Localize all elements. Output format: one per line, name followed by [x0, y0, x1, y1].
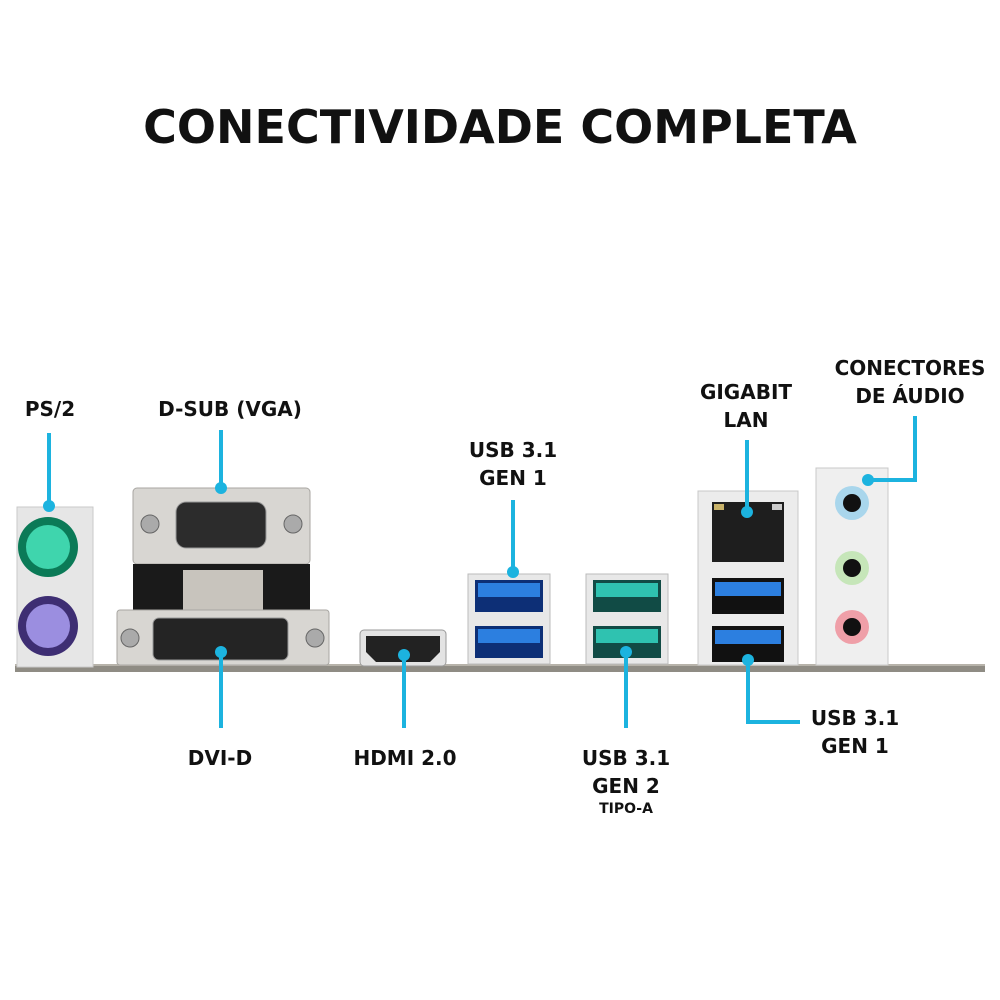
label-line: GEN 1	[479, 466, 547, 490]
label-hdmi: HDMI 2.0	[353, 746, 457, 770]
label-line: DE ÁUDIO	[855, 384, 965, 408]
label-line: GEN 1	[821, 734, 889, 758]
label-gigabit-lan: GIGABIT LAN	[690, 378, 802, 434]
dvi-port	[116, 609, 330, 666]
callout-usb-gen1-right	[746, 660, 800, 724]
label-line: GIGABIT	[699, 380, 793, 404]
hdmi-port	[359, 629, 447, 667]
label-line: LAN	[723, 408, 769, 432]
label-usb-gen2: USB 3.1 GEN 2 TIPO-A	[573, 744, 679, 818]
lan-usb-block	[697, 490, 799, 666]
audio-jacks	[815, 467, 889, 666]
usb-3.1-gen2-stack	[585, 573, 669, 665]
label-dvi-d: DVI-D	[187, 746, 253, 770]
vga-port	[132, 487, 311, 614]
callout-audio	[868, 416, 917, 482]
label-ps2: PS/2	[24, 397, 76, 421]
label-usb-gen1-top: USB 3.1 GEN 1	[460, 436, 566, 492]
page-title: CONECTIVIDADE COMPLETA	[143, 100, 857, 154]
label-line: CONECTORES	[834, 356, 986, 380]
label-audio: CONECTORES DE ÁUDIO	[830, 354, 990, 410]
ps2-port-block	[16, 506, 94, 668]
label-line: TIPO-A	[599, 801, 653, 817]
label-line: USB 3.1	[810, 706, 900, 730]
usb-3.1-gen1-stack	[467, 573, 551, 665]
label-line: USB 3.1	[468, 438, 558, 462]
label-dsub-vga: D-SUB (VGA)	[158, 397, 302, 421]
label-line: USB 3.1	[581, 746, 671, 770]
label-line: GEN 2	[592, 774, 660, 798]
io-shield-rail	[15, 664, 985, 672]
label-usb-gen1-right: USB 3.1 GEN 1	[802, 704, 908, 760]
